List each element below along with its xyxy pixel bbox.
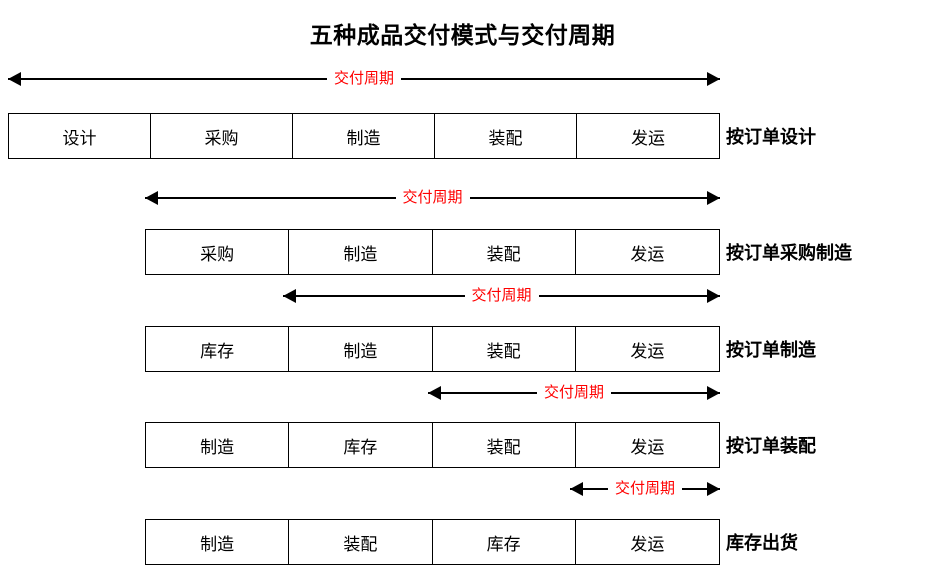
arrow-head-right-icon	[707, 190, 720, 205]
lead-time-arrow-5: 交付周期	[570, 477, 720, 501]
process-bar-5: 制造 装配 库存 发运	[145, 519, 720, 565]
delivery-mode-row-5: 制造 装配 库存 发运 库存出货	[0, 519, 925, 565]
mode-label-1: 按订单设计	[726, 127, 816, 147]
lead-time-label: 交付周期	[326, 67, 402, 90]
process-bar-3: 库存 制造 装配 发运	[145, 326, 720, 372]
lead-time-label: 交付周期	[395, 186, 470, 209]
process-cell: 装配	[433, 327, 576, 371]
arrow-head-left-icon	[570, 481, 583, 496]
delivery-mode-row-4: 制造 库存 装配 发运 按订单装配	[0, 422, 925, 468]
process-cell: 设计	[9, 114, 151, 158]
mode-label-5: 库存出货	[726, 533, 798, 553]
process-cell: 发运	[630, 341, 665, 361]
process-cell: 装配	[435, 114, 577, 158]
process-cell: 发运	[630, 244, 665, 264]
process-cell: 库存	[146, 327, 290, 371]
lead-time-arrow-3: 交付周期	[283, 284, 720, 308]
process-cell: 发运	[630, 437, 665, 457]
process-bar-2: 采购 制造 装配 发运	[145, 229, 720, 275]
process-cell: 库存	[289, 423, 433, 467]
process-cell: 发运	[630, 534, 665, 554]
lead-time-arrow-4: 交付周期	[428, 381, 720, 405]
lead-time-arrow-1: 交付周期	[8, 67, 720, 91]
process-cell: 装配	[433, 230, 576, 274]
page-title: 五种成品交付模式与交付周期	[309, 22, 616, 48]
arrow-head-right-icon	[707, 385, 720, 400]
arrow-head-right-icon	[707, 288, 720, 303]
delivery-mode-row-2: 采购 制造 装配 发运 按订单采购制造	[0, 229, 925, 275]
arrow-head-right-icon	[707, 71, 720, 86]
process-cell: 采购	[151, 114, 293, 158]
arrow-head-left-icon	[283, 288, 296, 303]
mode-label-4: 按订单装配	[726, 436, 816, 456]
lead-time-label: 交付周期	[607, 477, 683, 500]
process-cell: 发运	[631, 128, 665, 148]
mode-label-3: 按订单制造	[726, 340, 816, 360]
process-bar-1: 设计 采购 制造 装配 发运	[8, 113, 720, 159]
process-bar-4: 制造 库存 装配 发运	[145, 422, 720, 468]
arrow-head-left-icon	[145, 190, 158, 205]
delivery-mode-row-1: 设计 采购 制造 装配 发运 按订单设计	[0, 113, 925, 159]
mode-label-2: 按订单采购制造	[726, 243, 852, 263]
delivery-mode-row-3: 库存 制造 装配 发运 按订单制造	[0, 326, 925, 372]
arrow-head-left-icon	[428, 385, 441, 400]
process-cell: 采购	[146, 230, 290, 274]
process-cell: 库存	[433, 520, 576, 564]
arrow-head-right-icon	[707, 481, 720, 496]
process-cell: 制造	[289, 230, 433, 274]
arrow-head-left-icon	[8, 71, 21, 86]
lead-time-arrow-2: 交付周期	[145, 186, 720, 210]
process-cell: 制造	[293, 114, 435, 158]
lead-time-label: 交付周期	[464, 284, 539, 307]
process-cell: 装配	[289, 520, 433, 564]
lead-time-label: 交付周期	[536, 381, 612, 404]
process-cell: 装配	[433, 423, 576, 467]
process-cell: 制造	[289, 327, 433, 371]
process-cell: 制造	[146, 423, 290, 467]
process-cell: 制造	[146, 520, 290, 564]
